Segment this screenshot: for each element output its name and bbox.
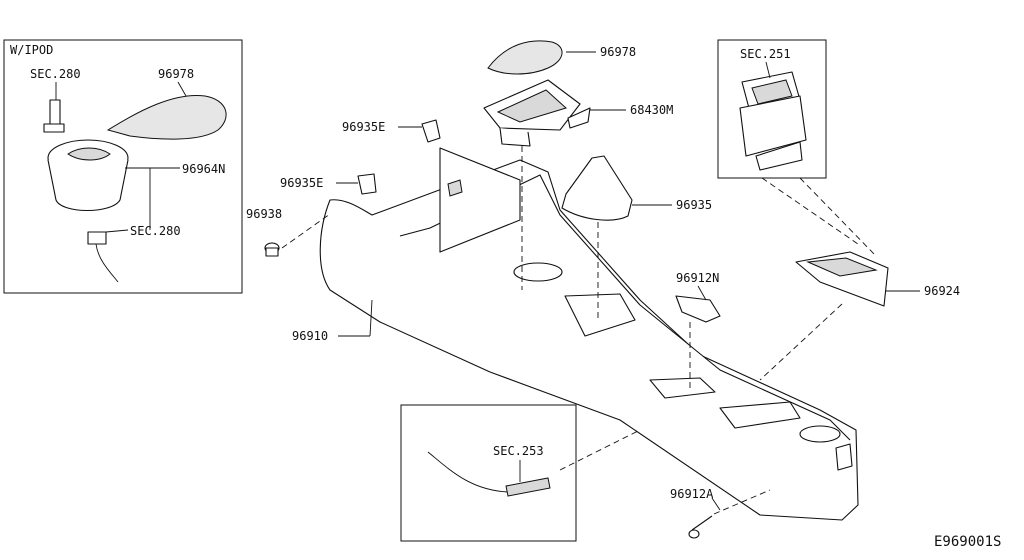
callout-96912n: 96912N bbox=[676, 271, 719, 285]
shift-boot-part bbox=[561, 155, 633, 221]
ipod-mat-part bbox=[106, 81, 227, 140]
sensor-cable-part bbox=[427, 451, 551, 497]
screw-clip-96938 bbox=[264, 213, 331, 257]
ipod-holder-label: 96964N bbox=[182, 162, 225, 176]
tray-96924 bbox=[795, 251, 889, 307]
callout-96910: 96910 bbox=[292, 329, 328, 343]
switch-part bbox=[739, 61, 807, 171]
ipod-connector-part bbox=[43, 82, 65, 133]
ipod-inset-frame bbox=[3, 39, 243, 294]
ipod-mat-label: 96978 bbox=[158, 67, 194, 81]
callout-96912a: 96912A bbox=[670, 487, 714, 501]
cup-holder-part bbox=[483, 79, 591, 147]
callout-96935e-upper: 96935E bbox=[342, 120, 385, 134]
sensor-sec-label: SEC.253 bbox=[493, 444, 544, 458]
callout-leaders bbox=[336, 51, 920, 511]
cup-holder-mat-part bbox=[487, 40, 563, 75]
ipod-sec-label-bottom: SEC.280 bbox=[130, 224, 181, 238]
sensor-inset-frame bbox=[400, 404, 577, 542]
callout-96935e-lower: 96935E bbox=[280, 176, 323, 190]
callout-96924: 96924 bbox=[924, 284, 960, 298]
center-console-part bbox=[319, 147, 859, 521]
assembly-guide-lines bbox=[521, 146, 877, 471]
ipod-inset-title: W/IPOD bbox=[10, 43, 53, 57]
diagram-id: E969001S bbox=[934, 534, 1001, 550]
switch-sec-label: SEC.251 bbox=[740, 47, 791, 61]
callout-96935: 96935 bbox=[676, 198, 712, 212]
clip-96935e-lower bbox=[357, 173, 377, 195]
clip-96912n bbox=[675, 295, 721, 323]
callout-68430m: 68430M bbox=[630, 103, 673, 117]
callout-96978: 96978 bbox=[600, 45, 636, 59]
callout-96938: 96938 bbox=[246, 207, 282, 221]
switch-inset-frame bbox=[717, 39, 827, 179]
ipod-holder-part bbox=[47, 139, 180, 230]
ipod-cable-part bbox=[87, 229, 129, 283]
screw-96912a bbox=[688, 489, 771, 539]
ipod-sec-label-top: SEC.280 bbox=[30, 67, 81, 81]
clip-96935e-upper bbox=[421, 119, 441, 143]
